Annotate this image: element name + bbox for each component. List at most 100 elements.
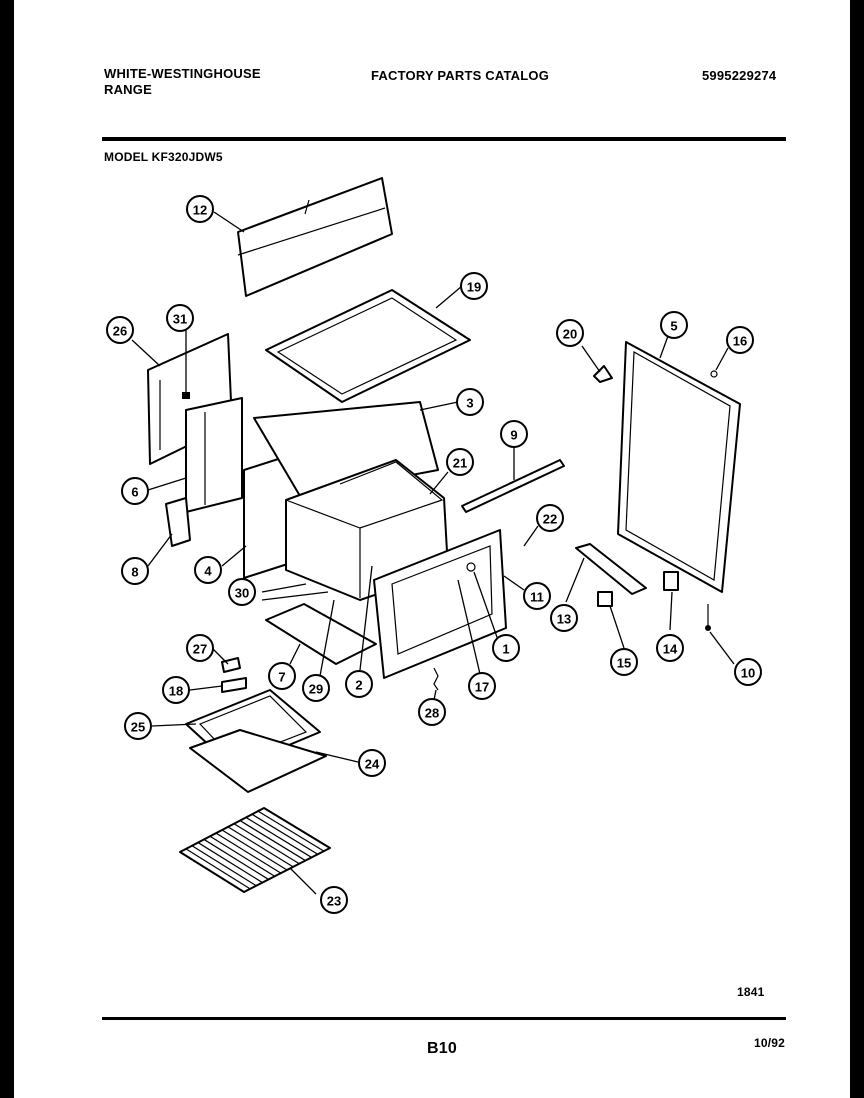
callout-label: 2 bbox=[355, 678, 362, 693]
rack-wire bbox=[197, 842, 263, 884]
callout-7: 7 bbox=[268, 662, 296, 690]
rack-wire bbox=[209, 835, 276, 877]
rack-wire bbox=[257, 810, 325, 852]
rack-wire bbox=[245, 816, 312, 858]
callout-label: 4 bbox=[204, 564, 212, 579]
rack-wire bbox=[221, 829, 288, 871]
callout-14: 14 bbox=[656, 634, 684, 662]
page-number: B10 bbox=[427, 1040, 457, 1057]
part-bracket-small bbox=[593, 365, 613, 383]
callout-27: 27 bbox=[186, 634, 214, 662]
callout-label: 15 bbox=[617, 656, 631, 671]
callout-18: 18 bbox=[162, 676, 190, 704]
callout-label: 16 bbox=[733, 334, 747, 349]
part-top-trim bbox=[237, 177, 393, 297]
callout-label: 6 bbox=[131, 485, 138, 500]
callout-label: 11 bbox=[530, 590, 544, 605]
callout-11: 11 bbox=[523, 582, 551, 610]
leader-lines bbox=[131, 211, 735, 895]
callout-5: 5 bbox=[660, 311, 688, 339]
callout-label: 25 bbox=[131, 720, 145, 735]
callout-8: 8 bbox=[121, 557, 149, 585]
product-type: RANGE bbox=[104, 82, 152, 97]
callout-28: 28 bbox=[418, 698, 446, 726]
callout-label: 27 bbox=[193, 642, 207, 657]
callout-26: 26 bbox=[106, 316, 134, 344]
rack-wire bbox=[233, 823, 300, 865]
header-rule bbox=[102, 137, 786, 141]
part-strip bbox=[461, 459, 565, 513]
part-front-frame bbox=[373, 529, 507, 679]
part-rail bbox=[575, 543, 647, 595]
footer-rule bbox=[102, 1017, 786, 1020]
rack-wire bbox=[227, 826, 294, 868]
callout-label: 14 bbox=[663, 642, 678, 657]
callout-label: 22 bbox=[543, 512, 557, 527]
callout-10: 10 bbox=[734, 658, 762, 686]
callout-label: 23 bbox=[327, 894, 341, 909]
callout-label: 10 bbox=[741, 666, 755, 681]
part-bracket bbox=[165, 497, 191, 547]
callout-label: 29 bbox=[309, 682, 323, 697]
revision-date: 10/92 bbox=[754, 1036, 786, 1050]
callout-label: 7 bbox=[278, 670, 285, 685]
callout-label: 8 bbox=[131, 565, 138, 580]
callout-15: 15 bbox=[610, 648, 638, 676]
part-fastener bbox=[710, 370, 718, 378]
catalog-title: FACTORY PARTS CATALOG bbox=[371, 68, 550, 83]
callout-label: 3 bbox=[466, 396, 473, 411]
callout-24: 24 bbox=[358, 749, 386, 777]
callout-6: 6 bbox=[121, 477, 149, 505]
part-spring bbox=[433, 667, 439, 691]
callout-label: 30 bbox=[235, 586, 249, 601]
callout-label: 24 bbox=[365, 757, 380, 772]
callout-13: 13 bbox=[550, 604, 578, 632]
callout-4: 4 bbox=[194, 556, 222, 584]
callout-20: 20 bbox=[556, 319, 584, 347]
part-broiler-pan bbox=[185, 689, 327, 793]
callout-label: 21 bbox=[453, 456, 467, 471]
callout-label: 1 bbox=[502, 642, 509, 657]
brand-title: WHITE-WESTINGHOUSE bbox=[104, 66, 261, 81]
callout-16: 16 bbox=[726, 326, 754, 354]
rack-wire bbox=[185, 848, 251, 890]
callout-31: 31 bbox=[166, 304, 194, 332]
callout-label: 28 bbox=[425, 706, 439, 721]
callout-label: 12 bbox=[193, 203, 207, 218]
callout-21: 21 bbox=[446, 448, 474, 476]
part-hinge-receiver bbox=[663, 571, 679, 591]
part-oven-bottom bbox=[265, 603, 377, 665]
rack-wire bbox=[215, 832, 282, 874]
callout-label: 19 bbox=[467, 280, 481, 295]
catalog-number: 5995229274 bbox=[702, 68, 777, 83]
part-oven-rack bbox=[179, 807, 331, 893]
callout-9: 9 bbox=[500, 420, 528, 448]
part-clip bbox=[597, 591, 613, 607]
callout-17: 17 bbox=[468, 672, 496, 700]
callout-label: 13 bbox=[557, 612, 571, 627]
callout-22: 22 bbox=[536, 504, 564, 532]
callout-19: 19 bbox=[460, 272, 488, 300]
callout-label: 9 bbox=[510, 428, 517, 443]
callout-numbers: 12 19 26 31 3 9 21 6 8 4 30 22 11 7 29 2 17 1 13 15 14 10 20 5 1… bbox=[106, 195, 762, 914]
callout-2: 2 bbox=[345, 670, 373, 698]
callout-1: 1 bbox=[492, 634, 520, 662]
part-back-panel bbox=[617, 341, 741, 593]
rack-wire bbox=[239, 820, 306, 862]
rack-wire bbox=[203, 838, 269, 880]
callout-3: 3 bbox=[456, 388, 484, 416]
part-inner-panel bbox=[185, 397, 243, 513]
model-number: MODEL KF320JDW5 bbox=[104, 150, 223, 164]
callout-23: 23 bbox=[320, 886, 348, 914]
callout-30: 30 bbox=[228, 578, 256, 606]
callout-label: 31 bbox=[173, 312, 187, 327]
rack-wire bbox=[191, 845, 257, 887]
callout-label: 17 bbox=[475, 680, 489, 695]
part-cooktop-frame bbox=[265, 289, 471, 403]
part-hinge bbox=[221, 657, 247, 693]
callout-label: 5 bbox=[670, 319, 677, 334]
callout-12: 12 bbox=[186, 195, 214, 223]
callout-label: 20 bbox=[563, 327, 577, 342]
rack-wire bbox=[251, 813, 319, 855]
